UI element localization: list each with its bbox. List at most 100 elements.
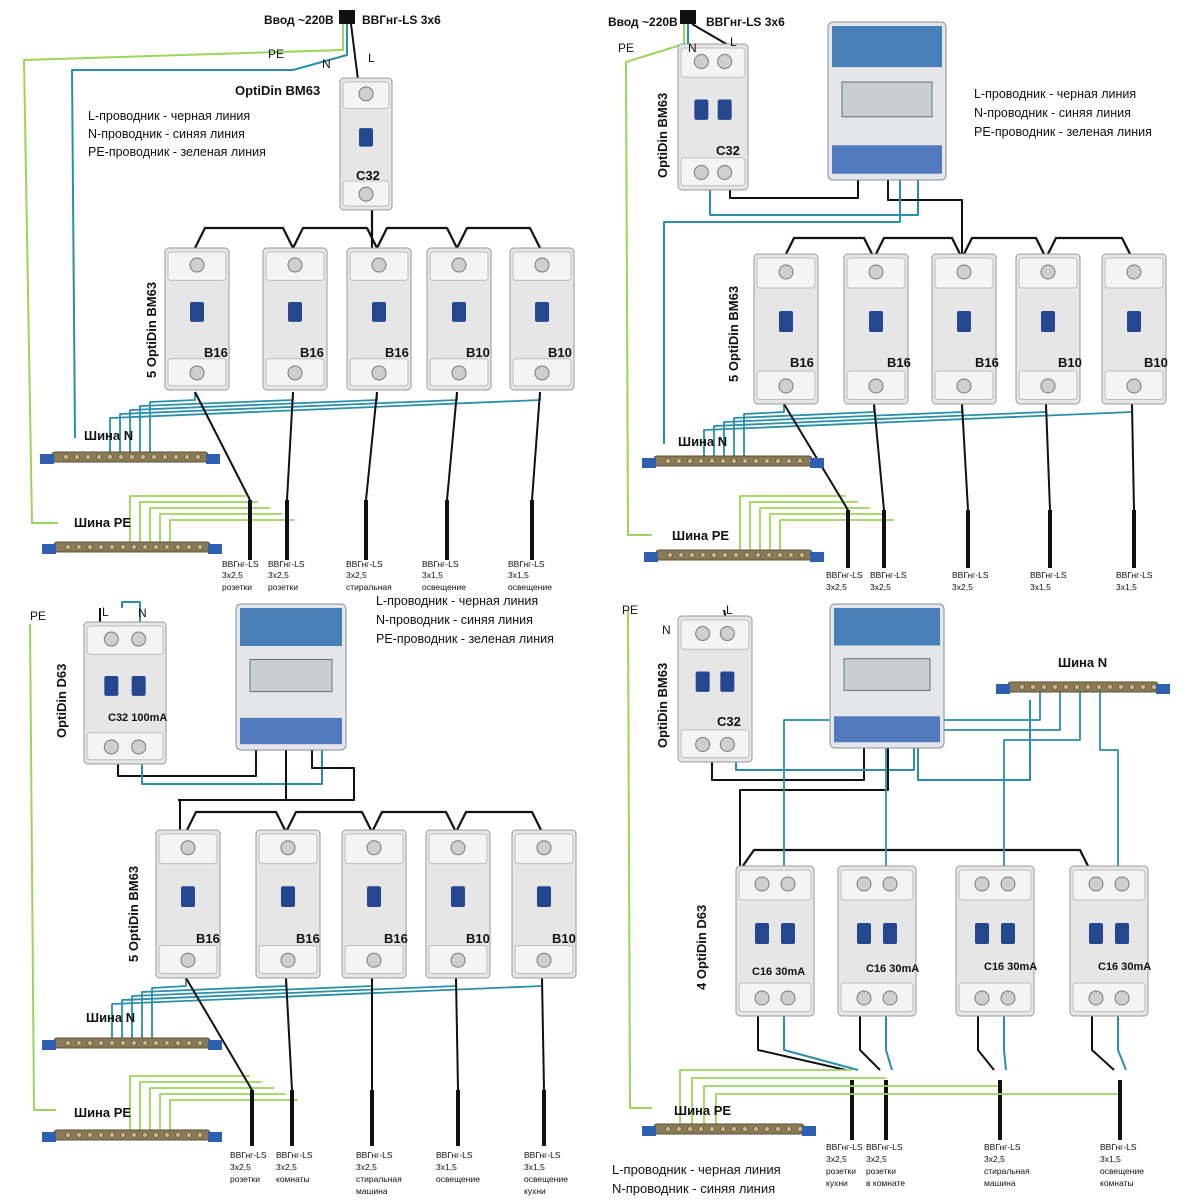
toggle-icon: [779, 311, 793, 332]
wire: [194, 226, 294, 249]
wire: [885, 692, 1061, 868]
p2-cable-1: ВВГнг-LS 3х2,5: [826, 570, 863, 592]
wire: [371, 810, 457, 833]
svg-text:ВВГнг-LS: ВВГнг-LS: [826, 570, 863, 580]
svg-text:стиральная: стиральная: [984, 1166, 1030, 1176]
wire: [691, 23, 729, 46]
toggle-icon: [104, 675, 119, 696]
wire: [887, 178, 963, 258]
svg-text:3х1,5: 3х1,5: [422, 570, 443, 580]
p3-breaker-4: B10: [466, 931, 490, 946]
busbar-cap-left: [996, 684, 1010, 694]
wire: [739, 848, 1091, 871]
toggle-icon: [535, 301, 549, 322]
toggle-icon: [1041, 311, 1055, 332]
devices-layer: [40, 10, 1170, 1142]
p1-cable-2: ВВГнг-LS 3х2,5 розетки: [268, 559, 305, 592]
busbar-cap-left: [42, 544, 56, 554]
toggle-icon: [451, 886, 465, 907]
toggle-icon: [131, 675, 146, 696]
wire: [759, 507, 870, 550]
p3-main-series: OptiDin D63: [54, 664, 69, 738]
svg-text:ВВГнг-LS: ВВГнг-LS: [866, 1142, 903, 1152]
wire: [663, 178, 901, 444]
p3-busbar-pe: [42, 1129, 222, 1142]
p1-cable-3: ВВГнг-LS 3х2,5 стиральная: [346, 559, 392, 592]
p1-cable-4: ВВГнг-LS 3х1,5 освещение: [422, 559, 466, 592]
p1-busbar-pe-label: Шина PE: [74, 515, 131, 530]
p4-energy-meter: [829, 603, 945, 749]
wire: [739, 748, 889, 870]
svg-text:3х2,5: 3х2,5: [870, 582, 891, 592]
p4-main-rating: C32: [717, 714, 741, 729]
p1-busbar-n-label: Шина N: [84, 428, 133, 443]
p3-breaker-2: B16: [296, 931, 320, 946]
p2-input-label: Ввод ~220В: [608, 15, 678, 29]
p2-breaker-3: B16: [975, 355, 999, 370]
p1-cable-5: ВВГнг-LS 3х1,5 освещение: [508, 559, 552, 592]
wire: [769, 513, 882, 550]
p3-pe-label: PE: [30, 609, 46, 623]
svg-text:3х2,5: 3х2,5: [952, 582, 973, 592]
wire: [703, 1085, 1000, 1124]
svg-text:3х1,5: 3х1,5: [1116, 582, 1137, 592]
wire: [1091, 1016, 1115, 1071]
toggle-icon: [869, 311, 883, 332]
p3-l-label: L: [102, 605, 109, 619]
svg-text:ВВГнг-LS: ВВГнг-LS: [222, 559, 259, 569]
p2-busbar-n-label: Шина N: [678, 434, 727, 449]
wire: [285, 977, 293, 1091]
p1-busbar-n: [40, 451, 220, 464]
p2-l-label: L: [730, 35, 737, 49]
p2-legend-pe: PE-проводник - зеленая линия: [974, 125, 1152, 139]
svg-text:ВВГнг-LS: ВВГнг-LS: [436, 1150, 473, 1160]
p2-group-breaker-2: [843, 253, 909, 405]
svg-text:ВВГнг-LS: ВВГнг-LS: [356, 1150, 393, 1160]
busbar-cap-left: [42, 1132, 56, 1142]
wire: [139, 1081, 262, 1130]
wire: [121, 601, 141, 624]
wire: [715, 1093, 1120, 1124]
p2-group-breaker-1: [753, 253, 819, 405]
p3-cable-2: ВВГнг-LS 3х2,5 комнаты: [276, 1150, 313, 1184]
p4-cable-4: ВВГнг-LS 3х1,5 освещение комнаты: [1100, 1142, 1144, 1188]
wire: [709, 178, 919, 216]
svg-text:3х2,5: 3х2,5: [346, 570, 367, 580]
svg-text:освещение: освещение: [524, 1174, 568, 1184]
p2-main-series: OptiDin BM63: [655, 93, 670, 178]
svg-text:3х1,5: 3х1,5: [1030, 582, 1051, 592]
toggle-icon: [695, 671, 710, 692]
wire: [733, 404, 875, 456]
svg-text:ВВГнг-LS: ВВГнг-LS: [870, 570, 907, 580]
toggle-icon: [1127, 311, 1141, 332]
wire: [149, 1087, 274, 1130]
wire: [1003, 692, 1081, 868]
p1-breaker-4: B10: [466, 345, 490, 360]
svg-text:ВВГнг-LS: ВВГнг-LS: [276, 1150, 313, 1160]
p1-breaker-1: B16: [204, 345, 228, 360]
p4-busbar-pe: [642, 1123, 816, 1136]
svg-text:стиральная: стиральная: [346, 582, 392, 592]
p3-group-breaker-1: [155, 829, 221, 979]
meter-display: [841, 81, 933, 118]
p3-legend-l: L-проводник - черная линия: [376, 594, 538, 608]
wire: [149, 392, 196, 452]
svg-text:освещение: освещение: [436, 1174, 480, 1184]
wire: [783, 403, 849, 511]
busbar-cap-right: [810, 552, 824, 562]
p2-busbar-pe-label: Шина PE: [672, 528, 729, 543]
wire: [703, 404, 1133, 456]
p4-pe-feed: [627, 609, 652, 1109]
svg-text:3х2,5: 3х2,5: [866, 1154, 887, 1164]
p1-group-breaker-2: [262, 247, 328, 391]
p1-cable-1: ВВГнг-LS 3х2,5 розетки: [222, 559, 259, 592]
input-terminal-icon: [339, 10, 355, 24]
wire: [169, 519, 294, 542]
busbar-cap-right: [208, 1040, 222, 1050]
wire: [977, 1016, 995, 1071]
busbar-cap-right: [810, 458, 824, 468]
svg-text:розетки: розетки: [230, 1174, 260, 1184]
p4-main-series: OptiDin BM63: [655, 663, 670, 748]
p2-main-breaker: [677, 43, 749, 191]
p3-breaker-1: B16: [196, 931, 220, 946]
